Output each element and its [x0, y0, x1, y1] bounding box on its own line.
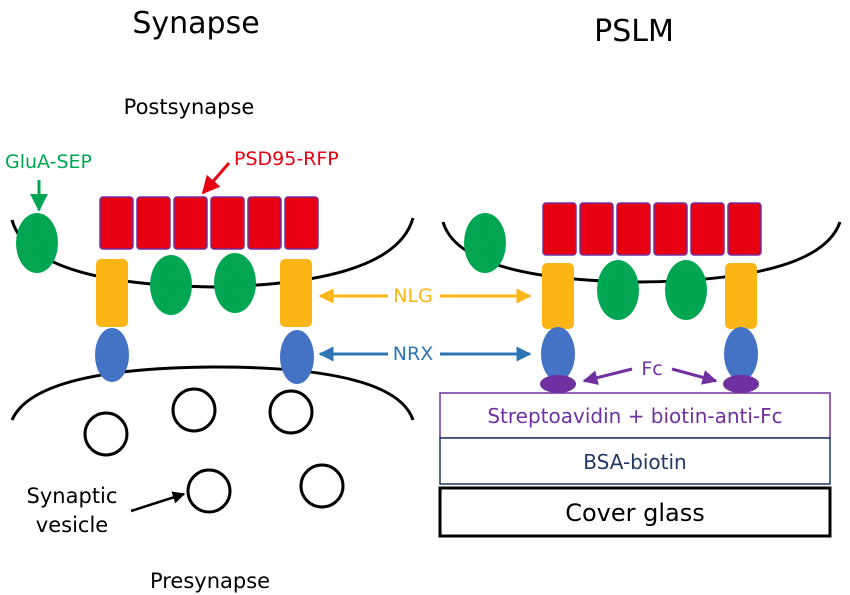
psd95-box: [727, 202, 762, 256]
nlg-molecule: [96, 259, 128, 327]
fc-arrow-right: [671, 367, 718, 385]
nrx-molecule: [541, 327, 575, 381]
psd95-box: [247, 196, 282, 250]
synaptic-vesicle: [83, 411, 129, 457]
psd95-box: [136, 196, 171, 250]
glua-receptor: [464, 213, 506, 273]
psd95-box: [210, 196, 245, 250]
fc-domain: [540, 375, 576, 393]
bsa-layer: [439, 437, 831, 485]
psd95-box: [542, 202, 577, 256]
cover-glass-label: Cover glass: [565, 499, 705, 527]
nlg-molecule: [725, 263, 757, 329]
synaptic-vesicle: [268, 389, 314, 435]
fc-label: Fc: [641, 358, 662, 380]
cover-glass: [438, 486, 832, 538]
title-pslm: PSLM: [594, 14, 674, 49]
nrx-label: NRX: [393, 343, 433, 365]
vesicle-label-line1: Synaptic: [27, 484, 118, 508]
psd95-box: [284, 196, 319, 250]
synaptic-vesicle: [186, 468, 232, 514]
glua-receptor: [150, 255, 192, 315]
psd95-box: [616, 202, 651, 256]
glua-label: GluA-SEP: [5, 151, 92, 173]
postsynapse-label: Postsynapse: [124, 95, 255, 119]
title-synapse: Synapse: [132, 6, 259, 41]
vesicle-label-line2: vesicle: [36, 513, 108, 537]
psd95-box: [579, 202, 614, 256]
psd95-box: [99, 196, 134, 250]
nlg-molecule: [280, 259, 312, 327]
nlg-label: NLG: [393, 285, 433, 307]
psd95-box: [653, 202, 688, 256]
fc-arrow-left: [582, 367, 633, 386]
fc-domain: [723, 375, 759, 393]
presynapse-label: Presynapse: [150, 569, 270, 593]
nrx-molecule: [280, 330, 314, 384]
glua-receptor: [665, 260, 707, 320]
psd95-arrow: [201, 162, 231, 195]
nlg-molecule: [542, 263, 574, 329]
psd95-cluster-pslm: [542, 202, 762, 256]
glua-receptor: [16, 213, 58, 273]
glua-receptor: [214, 253, 256, 313]
synaptic-vesicle: [299, 463, 345, 509]
vesicles: [83, 387, 345, 514]
presynaptic-membrane: [10, 365, 415, 421]
streptavidin-layer-label: Streptoavidin + biotin-anti-Fc: [487, 404, 782, 428]
psd95-cluster-synapse: [99, 196, 319, 250]
glua-receptor: [597, 260, 639, 320]
bsa-layer-label: BSA-biotin: [583, 450, 686, 474]
synaptic-vesicle: [171, 387, 217, 433]
psd95-label: PSD95-RFP: [234, 148, 339, 170]
psd95-box: [173, 196, 208, 250]
vesicle-arrow: [130, 491, 186, 513]
nrx-molecule: [724, 327, 758, 381]
psd95-box: [690, 202, 725, 256]
nrx-molecule: [95, 328, 129, 382]
